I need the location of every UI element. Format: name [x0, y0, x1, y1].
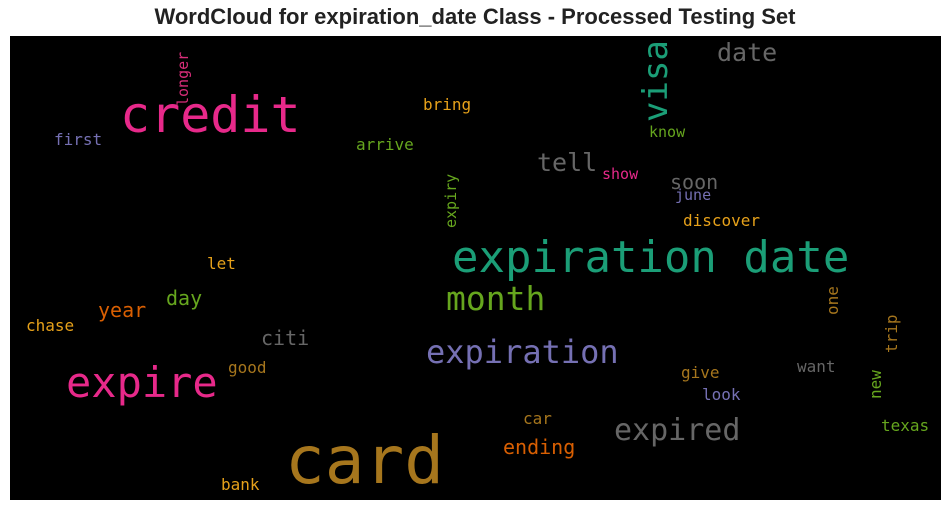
word-expired: expired: [614, 413, 741, 448]
word-expiration-date: expiration date: [452, 232, 850, 283]
word-first: first: [54, 130, 103, 149]
word-show: show: [602, 165, 639, 183]
word-one: one: [823, 286, 842, 315]
word-date: date: [717, 38, 778, 67]
word-expiration: expiration: [426, 333, 619, 371]
word-expire: expire: [66, 358, 218, 407]
word-ending: ending: [503, 435, 576, 459]
word-new: new: [866, 370, 885, 399]
word-discover: discover: [683, 211, 761, 230]
word-chase: chase: [26, 316, 75, 335]
word-want: want: [797, 357, 836, 376]
word-longer: longer: [174, 51, 192, 106]
word-give: give: [681, 363, 720, 382]
chart-title: WordCloud for expiration_date Class - Pr…: [154, 4, 796, 29]
word-credit: credit: [120, 86, 301, 144]
word-know: know: [649, 123, 686, 141]
word-car: car: [523, 409, 552, 428]
word-month: month: [446, 279, 546, 318]
word-bank: bank: [221, 475, 260, 494]
word-day: day: [166, 286, 203, 310]
word-let: let: [207, 254, 236, 273]
word-expiry: expiry: [442, 173, 460, 228]
word-look: look: [702, 385, 741, 404]
word-june: june: [675, 186, 712, 204]
word-tell: tell: [537, 148, 598, 177]
word-good: good: [228, 358, 267, 377]
word-soon: soon: [670, 170, 719, 194]
word-texas: texas: [881, 416, 930, 435]
word-arrive: arrive: [356, 135, 414, 154]
word-visa: visa: [636, 40, 676, 122]
word-trip: trip: [882, 314, 901, 353]
word-citi: citi: [261, 326, 310, 350]
word-bring: bring: [423, 95, 472, 114]
wordcloud-canvas: card expiration date credit expire expir…: [10, 36, 941, 500]
word-card: card: [285, 422, 444, 499]
word-year: year: [98, 298, 147, 322]
